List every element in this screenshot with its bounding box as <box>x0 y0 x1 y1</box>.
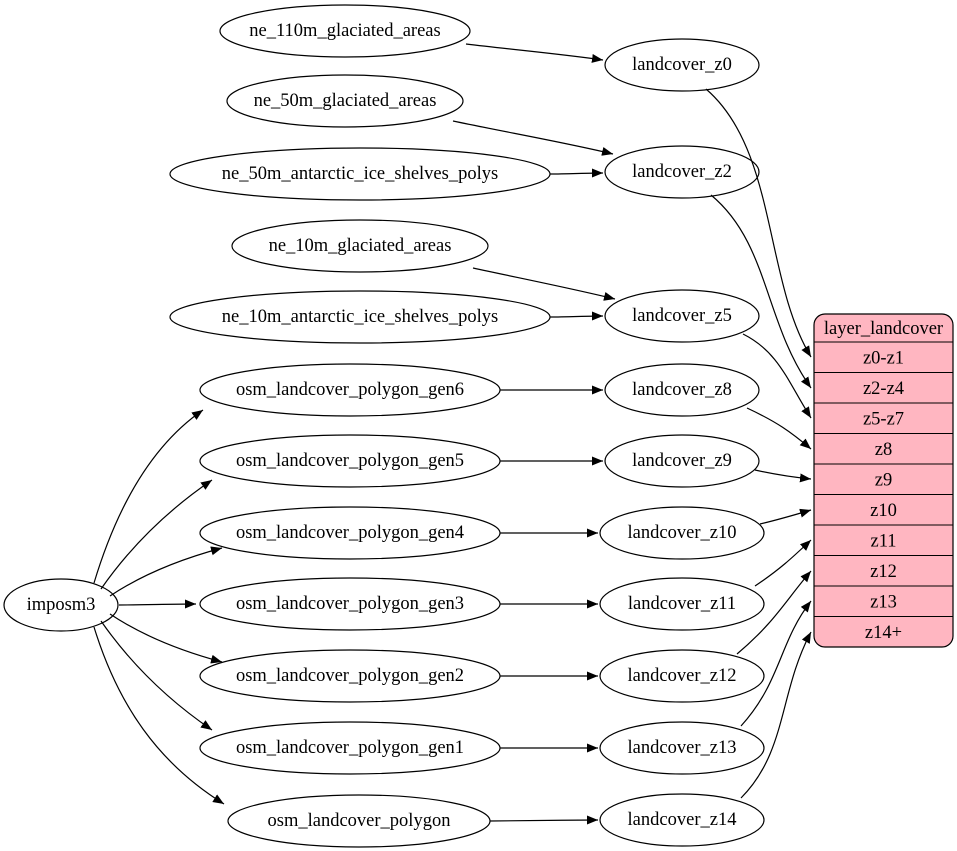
node-landcover_z11: landcover_z11 <box>599 577 765 631</box>
edge-imposm3-to-osm_landcover_polygon_gen5 <box>100 479 213 590</box>
node-label-osm_landcover_polygon_gen6: osm_landcover_polygon_gen6 <box>236 380 464 400</box>
node-shape-landcover_z14 <box>599 793 765 847</box>
node-label-landcover_z0: landcover_z0 <box>632 55 732 75</box>
edge-landcover_z13-to-layer_landcover-z13 <box>740 600 812 727</box>
node-label-osm_landcover_polygon_gen2: osm_landcover_polygon_gen2 <box>236 666 464 686</box>
edge-ne_10m_glaciated_areas-to-landcover_z5 <box>472 267 616 301</box>
edge-landcover_z14-to-layer_landcover-z14+ <box>740 631 812 799</box>
node-shape-landcover_z0 <box>604 38 760 92</box>
node-label-landcover_z11: landcover_z11 <box>628 594 736 614</box>
node-landcover_z2: landcover_z2 <box>604 145 760 199</box>
node-landcover_z12: landcover_z12 <box>599 649 765 703</box>
edge-landcover_z10-to-layer_landcover-z10 <box>759 508 812 525</box>
edge-landcover_z12-to-layer_landcover-z12 <box>736 570 812 655</box>
node-label-imposm3: imposm3 <box>27 595 96 615</box>
node-ne_50m_antarctic_ice_shelves_polys: ne_50m_antarctic_ice_shelves_polys <box>169 147 551 201</box>
edge-landcover_z11-to-layer_landcover-z11 <box>754 539 812 587</box>
node-landcover_z14: landcover_z14 <box>599 793 765 847</box>
node-osm_landcover_polygon_gen5: osm_landcover_polygon_gen5 <box>199 434 501 488</box>
edge-imposm3-to-osm_landcover_polygon_gen2 <box>109 613 223 664</box>
node-shape-landcover_z12 <box>599 649 765 703</box>
node-label-landcover_z14: landcover_z14 <box>628 810 737 830</box>
node-shape-landcover_z11 <box>599 577 765 631</box>
node-osm_landcover_polygon_gen2: osm_landcover_polygon_gen2 <box>199 649 501 703</box>
node-shape-ne_110m_glaciated_areas <box>219 4 471 58</box>
node-ne_50m_glaciated_areas: ne_50m_glaciated_areas <box>226 74 464 128</box>
record-row-label-z13: z13 <box>870 592 897 612</box>
node-label-ne_50m_glaciated_areas: ne_50m_glaciated_areas <box>254 91 437 111</box>
node-label-ne_110m_glaciated_areas: ne_110m_glaciated_areas <box>249 21 440 41</box>
node-imposm3: imposm3 <box>3 578 119 632</box>
node-label-osm_landcover_polygon_gen4: osm_landcover_polygon_gen4 <box>236 523 464 543</box>
record-row-label-z5-z7: z5-z7 <box>863 409 904 429</box>
node-osm_landcover_polygon_gen4: osm_landcover_polygon_gen4 <box>199 506 501 560</box>
node-label-ne_50m_antarctic_ice_shelves_polys: ne_50m_antarctic_ice_shelves_polys <box>222 164 498 184</box>
node-landcover_z13: landcover_z13 <box>599 721 765 775</box>
edge-imposm3-to-osm_landcover_polygon_gen3 <box>118 599 197 609</box>
record-title: layer_landcover <box>824 319 943 339</box>
edge-imposm3-to-osm_landcover_polygon_gen6 <box>93 409 204 584</box>
node-label-landcover_z2: landcover_z2 <box>632 162 732 182</box>
node-label-landcover_z13: landcover_z13 <box>628 738 737 758</box>
record-shape <box>813 313 954 648</box>
node-osm_landcover_polygon_gen3: osm_landcover_polygon_gen3 <box>199 577 501 631</box>
node-landcover_z8: landcover_z8 <box>604 363 760 417</box>
node-landcover_z9: landcover_z9 <box>604 434 760 488</box>
record-row-label-z12: z12 <box>870 562 897 582</box>
edge-imposm3-to-osm_landcover_polygon_gen4 <box>109 546 223 597</box>
edge-landcover_z0-to-layer_landcover-z0-z1 <box>705 88 812 358</box>
node-label-ne_10m_glaciated_areas: ne_10m_glaciated_areas <box>269 236 452 256</box>
edge-imposm3-to-osm_landcover_polygon <box>93 626 225 805</box>
record-row-label-z8: z8 <box>875 440 892 460</box>
edge-imposm3-to-osm_landcover_polygon_gen1 <box>100 620 213 731</box>
node-landcover_z0: landcover_z0 <box>604 38 760 92</box>
node-label-landcover_z12: landcover_z12 <box>628 666 737 686</box>
node-label-osm_landcover_polygon: osm_landcover_polygon <box>268 811 451 831</box>
node-label-osm_landcover_polygon_gen5: osm_landcover_polygon_gen5 <box>236 451 464 471</box>
edge-landcover_z9-to-layer_landcover-z9 <box>754 469 812 483</box>
edge-landcover_z5-to-layer_landcover-z5-z7 <box>742 333 812 419</box>
edge-landcover_z2-to-layer_landcover-z2-z4 <box>710 194 812 389</box>
edge-ne_10m_antarctic_ice_shelves_polys-to-landcover_z5 <box>549 311 604 321</box>
record-row-label-z14+: z14+ <box>865 623 902 643</box>
node-osm_landcover_polygon: osm_landcover_polygon <box>227 794 491 848</box>
node-shape-landcover_z2 <box>604 145 760 199</box>
node-shape-ne_50m_glaciated_areas <box>226 74 464 128</box>
record-row-label-z2-z4: z2-z4 <box>863 379 904 399</box>
node-label-landcover_z9: landcover_z9 <box>632 451 732 471</box>
record-row-label-z10: z10 <box>870 501 897 521</box>
edge-ne_110m_glaciated_areas-to-landcover_z0 <box>465 43 604 63</box>
node-shape-landcover_z5 <box>604 289 760 343</box>
node-shape-landcover_z9 <box>604 434 760 488</box>
node-landcover_z5: landcover_z5 <box>604 289 760 343</box>
edge-osm_landcover_polygon-to-landcover_z14 <box>489 815 599 825</box>
node-landcover_z10: landcover_z10 <box>599 506 765 560</box>
edge-ne_50m_antarctic_ice_shelves_polys-to-landcover_z2 <box>549 168 604 178</box>
edge-ne_50m_glaciated_areas-to-landcover_z2 <box>452 120 614 156</box>
node-ne_10m_glaciated_areas: ne_10m_glaciated_areas <box>231 219 489 273</box>
node-label-landcover_z10: landcover_z10 <box>628 523 737 543</box>
node-shape-landcover_z13 <box>599 721 765 775</box>
node-osm_landcover_polygon_gen6: osm_landcover_polygon_gen6 <box>199 363 501 417</box>
node-label-ne_10m_antarctic_ice_shelves_polys: ne_10m_antarctic_ice_shelves_polys <box>222 307 498 327</box>
node-shape-landcover_z10 <box>599 506 765 560</box>
node-label-landcover_z5: landcover_z5 <box>632 306 732 326</box>
node-ne_10m_antarctic_ice_shelves_polys: ne_10m_antarctic_ice_shelves_polys <box>169 290 551 344</box>
record-row-label-z11: z11 <box>870 531 896 551</box>
node-label-osm_landcover_polygon_gen3: osm_landcover_polygon_gen3 <box>236 594 464 614</box>
node-label-osm_landcover_polygon_gen1: osm_landcover_polygon_gen1 <box>236 738 464 758</box>
node-shape-imposm3 <box>3 578 119 632</box>
record-node-layer_landcover: layer_landcover z0-z1 z2-z4 z5-z7 z8 z9 z10 z11… <box>813 313 954 648</box>
record-row-label-z9: z9 <box>875 470 892 490</box>
node-label-landcover_z8: landcover_z8 <box>632 380 732 400</box>
record-row-label-z0-z1: z0-z1 <box>863 348 904 368</box>
edge-landcover_z8-to-layer_landcover-z8 <box>746 407 812 450</box>
node-ne_110m_glaciated_areas: ne_110m_glaciated_areas <box>219 4 471 58</box>
node-osm_landcover_polygon_gen1: osm_landcover_polygon_gen1 <box>199 721 501 775</box>
node-shape-landcover_z8 <box>604 363 760 417</box>
node-shape-ne_10m_glaciated_areas <box>231 219 489 273</box>
